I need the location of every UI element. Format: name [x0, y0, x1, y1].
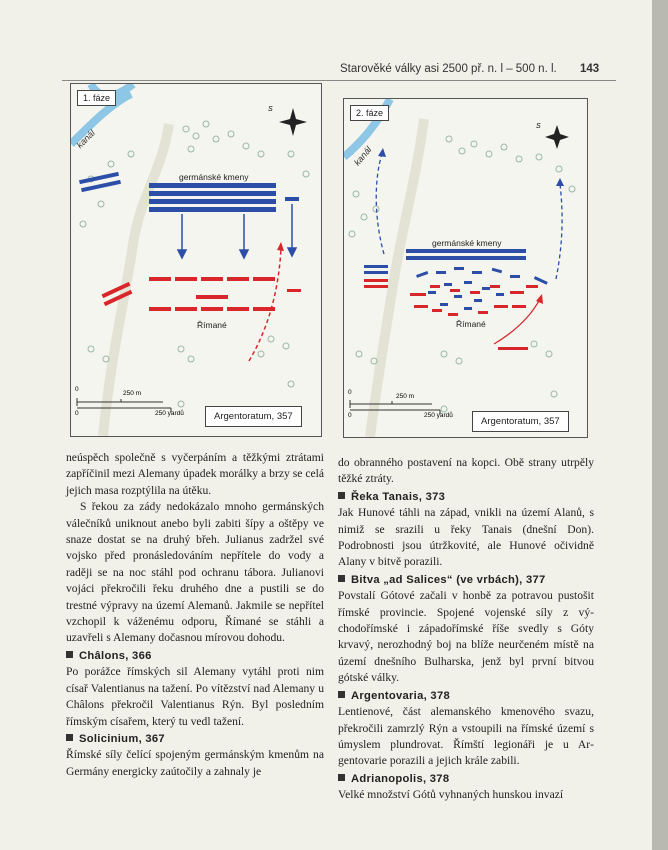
germanic-label: germánské kmeny — [432, 238, 502, 248]
paragraph: Velké množství Gótů vyhnaných hunskou in… — [338, 788, 564, 802]
scale-meters: 250 m — [396, 393, 415, 400]
phase-label: 1. fáze — [77, 90, 117, 106]
bullet-square-icon — [338, 690, 345, 698]
scale-zero-y: 0 — [348, 412, 352, 419]
north-label: S — [268, 106, 273, 113]
section-heading: Řeka Tanais, 373 — [338, 489, 594, 505]
scale-meters: 250 m — [123, 390, 142, 397]
battle-map-phase-2: 2. fáze S kanál germánské kmeny Římané 0… — [343, 98, 588, 438]
bullet-square-icon — [338, 773, 345, 781]
paragraph: Jak Hunové táhli na západ, vnikli na úze… — [338, 506, 594, 569]
paragraph: Římské síly čelící spojeným germánským k… — [66, 748, 324, 778]
paragraph: Povstalí Gótové začali v honbě za potrav… — [338, 589, 594, 685]
roman-army — [364, 279, 538, 350]
section-heading: Solicinium, 367 — [66, 731, 324, 747]
map-caption: Argentoratum, 357 — [472, 411, 569, 432]
scale-zero-m: 0 — [75, 386, 79, 393]
paragraph: S řekou za zády nedokázalo mnoho germán­… — [66, 500, 324, 645]
bullet-square-icon — [338, 574, 345, 582]
bullet-square-icon — [66, 650, 73, 658]
section-heading: Argentovaria, 378 — [338, 688, 594, 704]
phase-label: 2. fáze — [350, 105, 390, 121]
romans-label: Římané — [197, 320, 227, 330]
map-caption: Argentoratum, 357 — [205, 406, 302, 427]
heading-text: Argentovaria, 378 — [351, 689, 450, 702]
map-2-drawing — [344, 99, 576, 437]
heading-text: Řeka Tanais, 373 — [351, 490, 446, 503]
germanic-label: germánské kmeny — [179, 172, 249, 182]
header-rule — [62, 80, 616, 81]
section-heading: Châlons, 366 — [66, 648, 324, 664]
paragraph: Po porážce římských sil Alemany vytáhl p… — [66, 665, 324, 728]
battle-map-phase-1: 1. fáze S kanál germánské kmeny Římané 0… — [70, 83, 322, 437]
germanic-army — [364, 249, 548, 310]
scale-yards: 250 yardů — [155, 410, 184, 417]
compass-rose-icon — [279, 108, 307, 136]
right-column: do obranného postavení na kopci. Obě str… — [338, 455, 594, 804]
romans-label: Římané — [456, 319, 486, 329]
bullet-square-icon — [338, 491, 345, 499]
heading-text: Adrianopolis, 378 — [351, 772, 450, 785]
scale-zero-y: 0 — [75, 410, 79, 417]
paragraph: neúspěch společně s vyčerpáním a těžkými… — [66, 451, 324, 497]
germanic-army — [79, 171, 299, 212]
map-1-drawing — [71, 84, 310, 436]
running-title: Starověké války asi 2500 př. n. l – 500 … — [340, 63, 557, 75]
north-label: S — [536, 123, 541, 130]
heading-text: Solicinium, 367 — [79, 732, 165, 745]
book-page: Starověké války asi 2500 př. n. l – 500 … — [0, 0, 652, 850]
heading-text: Bitva „ad Salices“ (ve vrbách), 377 — [351, 573, 546, 586]
section-heading: Adrianopolis, 378 — [338, 771, 594, 787]
paragraph: do obranného postavení na kopci. Obě str… — [338, 456, 594, 486]
page-number: 143 — [580, 63, 600, 75]
section-heading: Bitva „ad Salices“ (ve vrbách), 377 — [338, 572, 594, 588]
page-edge — [652, 0, 668, 850]
scale-yards: 250 yardů — [424, 412, 453, 419]
paragraph: Lentienové, část alemanského kmenového s… — [338, 705, 594, 768]
compass-rose-icon — [545, 125, 569, 149]
scale-zero-m: 0 — [348, 389, 352, 396]
bullet-square-icon — [66, 733, 73, 741]
left-column: neúspěch společně s vyčerpáním a těžkými… — [66, 450, 324, 780]
roman-army — [101, 277, 301, 311]
heading-text: Châlons, 366 — [79, 649, 152, 662]
canal-river — [71, 90, 133, 147]
